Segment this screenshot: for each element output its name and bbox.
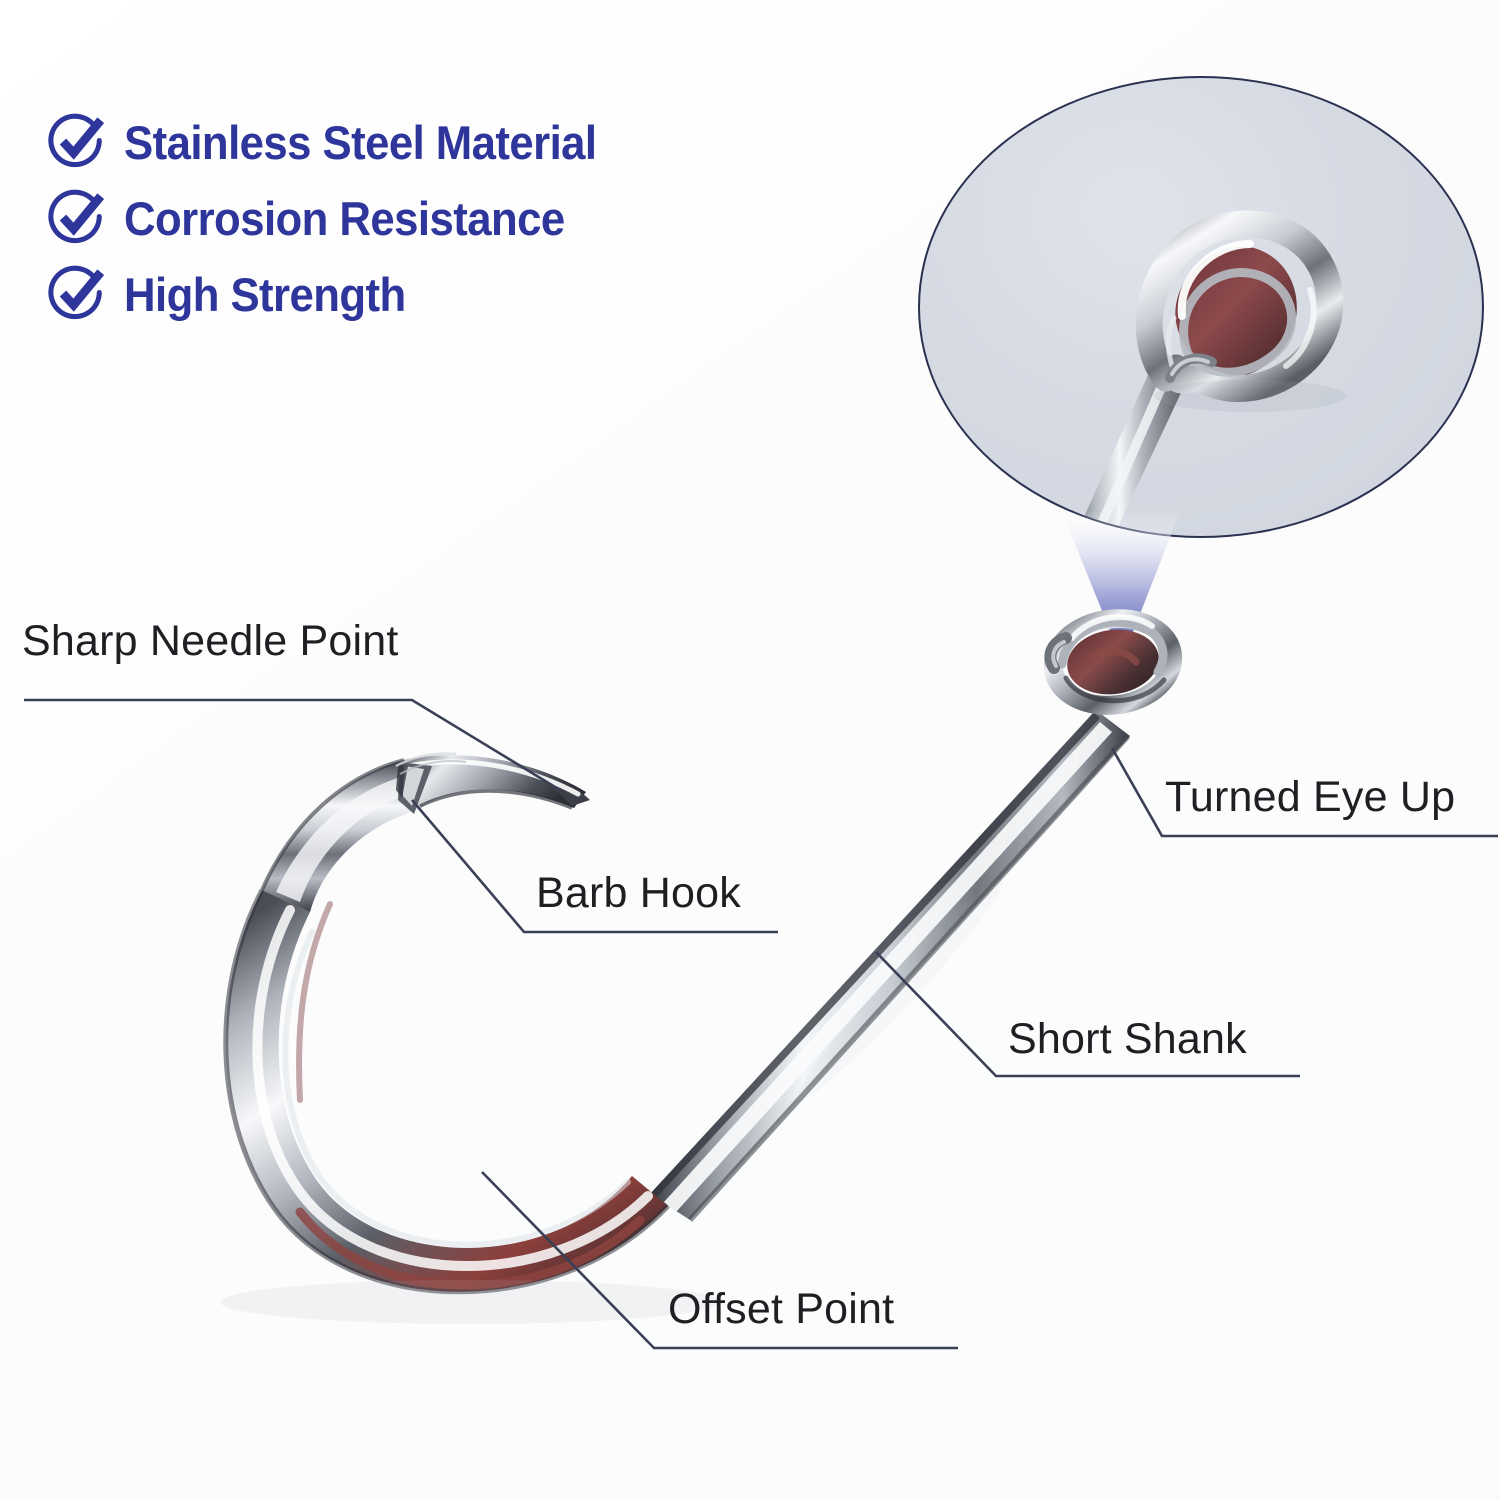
- callout-label-offset-point: Offset Point: [668, 1285, 895, 1333]
- check-circle-icon: [48, 113, 105, 168]
- feature-item-stainless-steel-material: Stainless Steel Material: [46, 104, 876, 180]
- magnifier-pointer-cone: [1062, 512, 1180, 660]
- hook-point: [395, 752, 590, 814]
- feature-label: Stainless Steel Material: [124, 115, 597, 169]
- check-circle-icon: [48, 189, 105, 244]
- feature-list: Stainless Steel Material Corrosion Resis…: [46, 104, 876, 332]
- feature-label: High Strength: [124, 267, 406, 321]
- feature-item-high-strength: High Strength: [46, 256, 876, 332]
- fishing-hook-illustration: [220, 609, 1183, 1324]
- callout-label-barb-hook: Barb Hook: [536, 869, 741, 917]
- check-circle-icon: [48, 265, 105, 320]
- magnifier-inset: [918, 76, 1484, 538]
- hook-eye: [1043, 609, 1183, 715]
- cone-shape: [1062, 512, 1180, 660]
- hook-bend: [223, 888, 670, 1295]
- hook-shank: [650, 710, 1130, 1222]
- feature-item-corrosion-resistance: Corrosion Resistance: [46, 180, 876, 256]
- callout-label-turned-eye-up: Turned Eye Up: [1165, 773, 1456, 821]
- hook-eye-closeup-illustration: [1075, 210, 1346, 536]
- callout-label-sharp-needle-point: Sharp Needle Point: [22, 617, 399, 665]
- magnifier-clip: [920, 78, 1482, 536]
- callout-label-short-shank: Short Shank: [1008, 1015, 1247, 1063]
- feature-label: Corrosion Resistance: [124, 191, 565, 245]
- hook-throat: [260, 758, 418, 912]
- fishing-hook-photo: [0, 560, 1330, 1360]
- magnifier-ellipse: [918, 76, 1484, 538]
